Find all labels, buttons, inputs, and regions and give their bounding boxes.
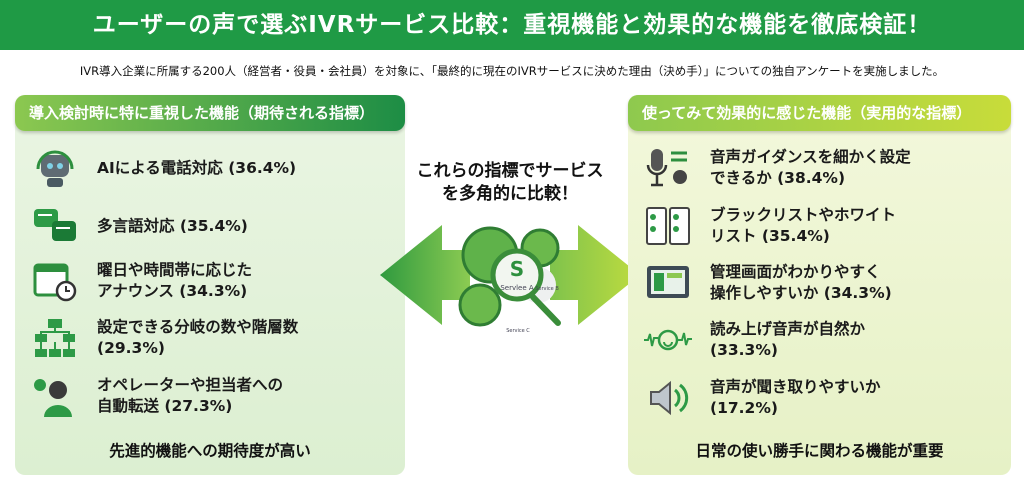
- panel-title: 使ってみて効果的に感じた機能（実用的な指標）: [628, 95, 1011, 131]
- list-item: 音声ガイダンスを細かく設定 できるか (38.4%): [642, 147, 1002, 189]
- page-title: ユーザーの声で選ぶIVRサービス比較：重視機能と効果的な機能を徹底検証！: [0, 0, 1024, 50]
- gears-arrows-illustration: S Servlee A Service B Service C: [380, 225, 640, 334]
- center-message: これらの指標でサービス を多角的に比較！: [416, 161, 604, 204]
- panel-footer: 日常の使い勝手に関わる機能が重要: [695, 442, 944, 460]
- flowchart-icon: [29, 317, 81, 359]
- robot-headset-icon: [29, 147, 81, 189]
- service-label: Servlee A: [500, 284, 534, 292]
- item-label: ブラックリストやホワイト リスト (35.4%): [710, 206, 897, 245]
- microphone-settings-icon: [642, 147, 694, 189]
- intro-text: IVR導入企業に所属する200人（経営者・役員・会社員）を対象に、「最終的に現在…: [79, 64, 945, 78]
- checklist-icon: [642, 205, 694, 247]
- list-item: 管理画面がわかりやすく 操作しやすいか (34.3%): [642, 262, 1002, 304]
- service-label: Service B: [535, 286, 559, 292]
- item-label: 曜日や時間帯に応じた アナウンス (34.3%): [97, 261, 253, 300]
- calendar-clock-icon: [29, 260, 81, 302]
- list-item: AIによる電話対応 (36.4%): [29, 147, 389, 189]
- panel-footer: 先進的機能への期待度が高い: [109, 442, 311, 460]
- expected-features-panel: 導入検討時に特に重視した機能（期待される指標） AIによる電話対応 (36.4%…: [15, 95, 405, 475]
- voice-wave-icon: [642, 319, 694, 361]
- item-label: 設定できる分岐の数や階層数 (29.3%): [97, 318, 299, 357]
- gear-icon: [458, 283, 502, 327]
- operator-icon: [29, 375, 81, 417]
- magnifier-handle: [530, 294, 561, 326]
- effective-features-panel: 使ってみて効果的に感じた機能（実用的な指標） 音声ガイダンスを細かく設定 できる…: [628, 95, 1011, 475]
- item-label: 多言語対応 (35.4%): [97, 216, 248, 235]
- list-item: 多言語対応 (35.4%): [29, 205, 389, 247]
- list-item: ブラックリストやホワイト リスト (35.4%): [642, 205, 1002, 247]
- panel-title: 導入検討時に特に重視した機能（期待される指標）: [15, 95, 405, 131]
- list-item: 音声が聞き取りやすいか (17.2%): [642, 377, 1002, 419]
- list-item: 読み上げ音声が自然か (33.3%): [642, 319, 1002, 361]
- service-label: Service C: [506, 328, 530, 334]
- magnifier-icon: [490, 248, 544, 302]
- list-item: 曜日や時間帯に応じた アナウンス (34.3%): [29, 260, 389, 302]
- list-item: オペレーターや担当者への 自動転送 (27.3%): [29, 375, 389, 417]
- chat-bubbles-icon: [29, 205, 81, 247]
- list-item: 設定できる分岐の数や階層数 (29.3%): [29, 317, 389, 359]
- dashboard-icon: [642, 262, 694, 304]
- item-label: 音声が聞き取りやすいか (17.2%): [710, 378, 881, 417]
- item-label: 管理画面がわかりやすく 操作しやすいか (34.3%): [710, 263, 892, 302]
- item-label: 読み上げ音声が自然か (33.3%): [710, 320, 866, 359]
- item-label: 音声ガイダンスを細かく設定 できるか (38.4%): [710, 148, 911, 187]
- item-label: AIによる電話対応 (36.4%): [97, 158, 297, 177]
- comparison-graphic: これらの指標でサービス を多角的に比較！ S Servlee A Service…: [380, 140, 640, 360]
- right-arrow: [550, 225, 640, 325]
- speaker-icon: [642, 377, 694, 419]
- item-label: オペレーターや担当者への 自動転送 (27.3%): [97, 376, 284, 415]
- left-arrow: [380, 225, 470, 325]
- svg-text:S: S: [510, 257, 524, 281]
